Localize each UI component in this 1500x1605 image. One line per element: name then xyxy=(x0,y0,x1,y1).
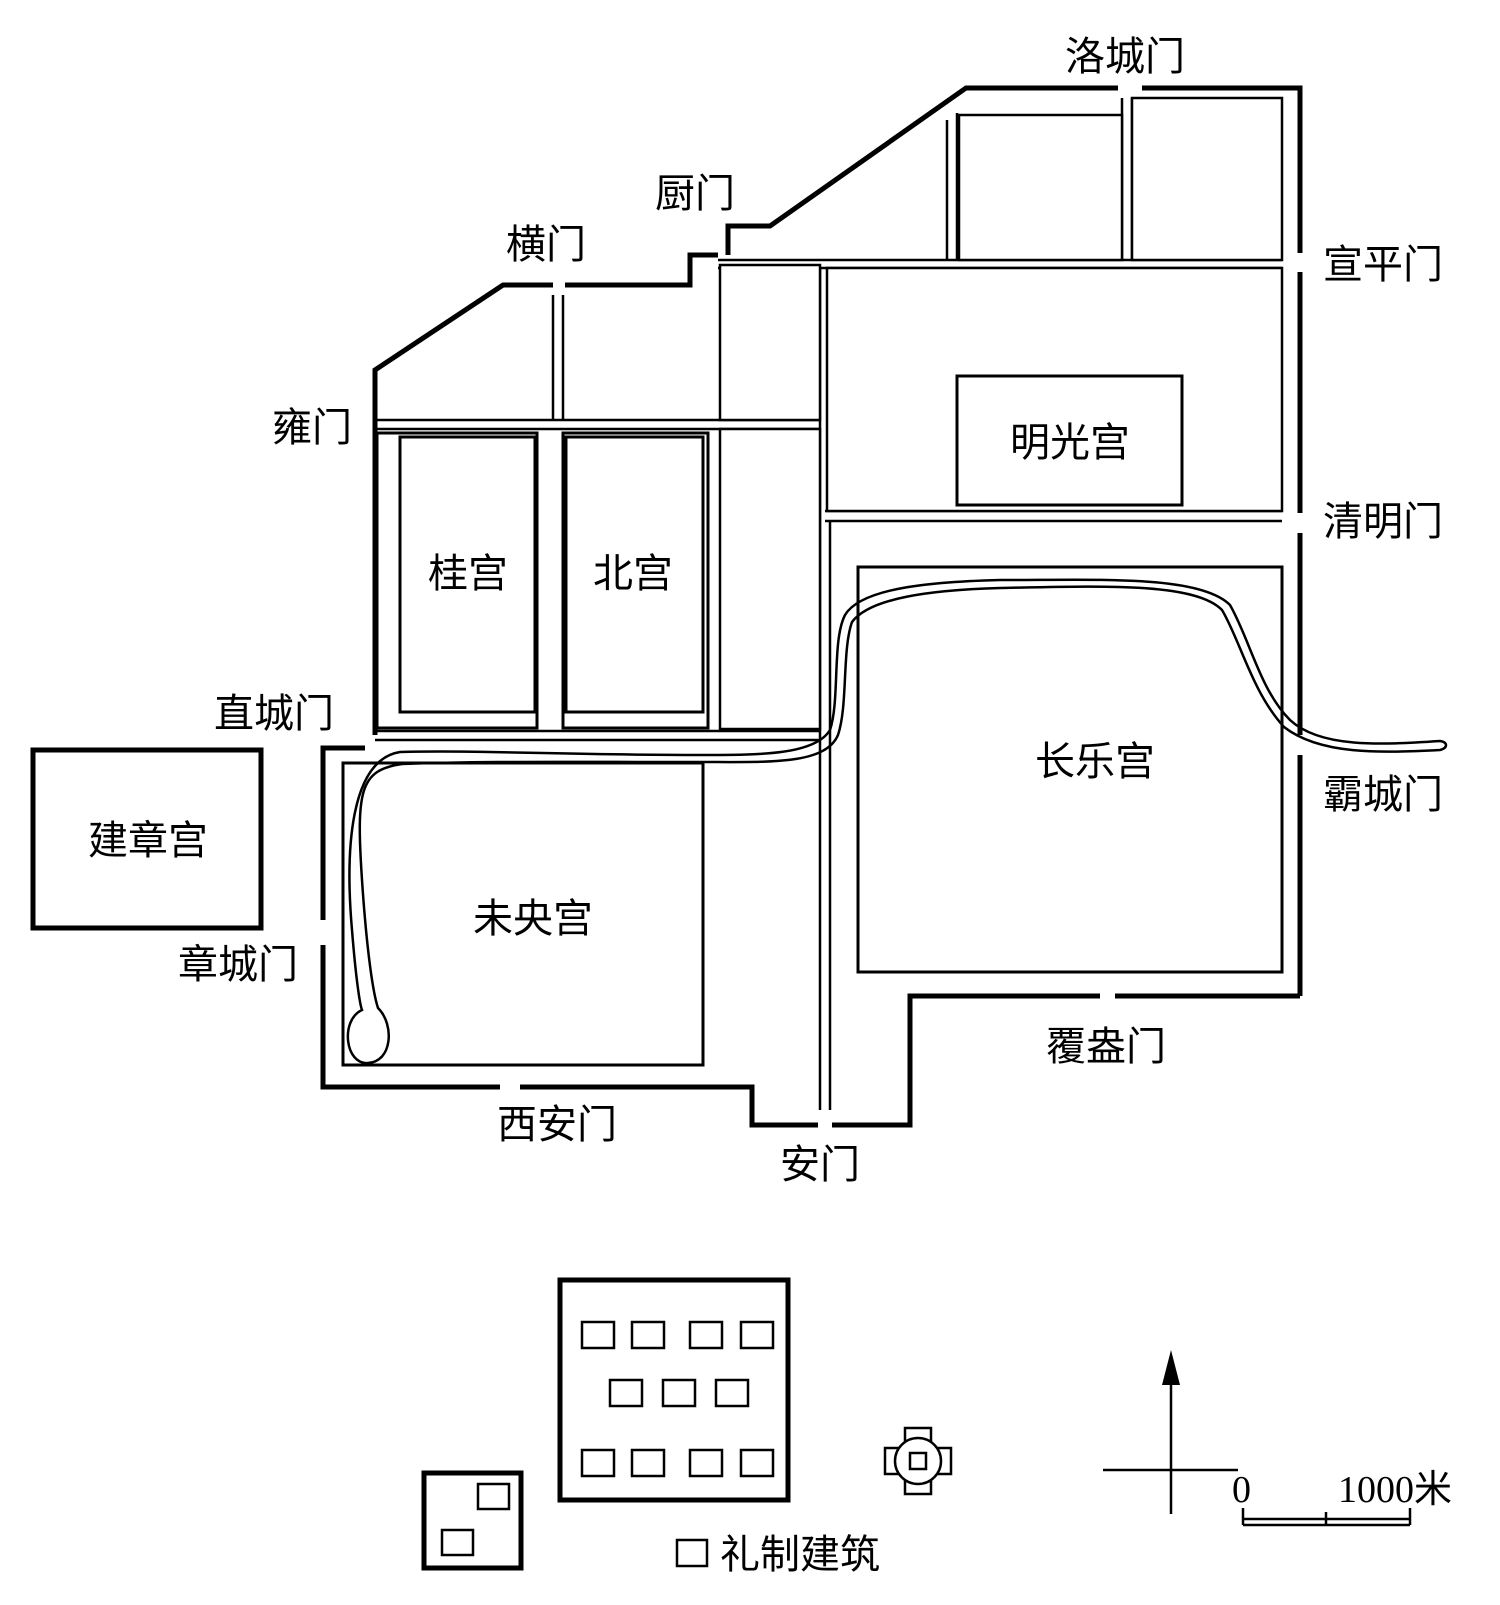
palace-gui xyxy=(398,435,537,714)
gate-bacheng: 霸城门 xyxy=(1323,772,1443,818)
gate-an: 安门 xyxy=(780,1142,860,1188)
scale-zero: 0 xyxy=(1232,1469,1251,1511)
gate-zhangcheng: 章城门 xyxy=(178,942,298,988)
palace-bei xyxy=(564,435,705,714)
ritual-round-building xyxy=(883,1426,953,1496)
label-jianzhang: 建章宫 xyxy=(88,818,208,864)
palace-labels: 明光宫 桂宫 北宫 长乐宫 建章宫 未央宫 xyxy=(88,420,1155,942)
scale-bar: 0 1000米 xyxy=(1232,1469,1452,1527)
gate-qingming: 清明门 xyxy=(1323,499,1443,545)
label-gui: 桂宫 xyxy=(428,551,508,597)
ritual-compound-large xyxy=(557,1277,791,1503)
palace-changle xyxy=(856,565,1284,974)
gate-heng: 横门 xyxy=(506,222,586,268)
gate-yong: 雍门 xyxy=(272,405,352,451)
block-center xyxy=(718,427,822,731)
gate-fuang: 覆盎门 xyxy=(1046,1024,1166,1070)
north-arrow-icon xyxy=(1103,1350,1238,1514)
block-north-1 xyxy=(957,113,1124,262)
city-wall xyxy=(320,85,1303,1128)
palace-weiyang xyxy=(341,761,705,1067)
gate-luocheng: 洛城门 xyxy=(1065,34,1185,80)
palace-mingguang xyxy=(955,374,1184,507)
gate-chu: 厨门 xyxy=(655,171,735,217)
gate-xuanping: 宣平门 xyxy=(1323,242,1443,288)
palace-jianzhang xyxy=(30,747,264,931)
palaces xyxy=(30,374,1284,1067)
gate-xian: 西安门 xyxy=(497,1102,617,1148)
label-changle: 长乐宫 xyxy=(1035,739,1155,785)
block-north-2 xyxy=(1130,96,1284,262)
canal xyxy=(346,578,1448,1065)
label-bei: 北宫 xyxy=(593,551,673,597)
legend: 礼制建筑 xyxy=(675,1532,880,1578)
label-mingguang: 明光宫 xyxy=(1010,420,1130,466)
gate-zhicheng: 直城门 xyxy=(214,691,334,737)
legend-square-icon xyxy=(675,1538,709,1568)
scale-distance: 1000米 xyxy=(1338,1469,1452,1511)
block-north-center xyxy=(718,263,822,422)
city-blocks xyxy=(718,96,1284,731)
label-weiyang: 未央宫 xyxy=(473,896,593,942)
ritual-buildings xyxy=(421,1277,953,1571)
legend-ritual-label: 礼制建筑 xyxy=(720,1532,880,1578)
gate-labels: 洛城门 厨门 横门 宣平门 雍门 清明门 直城门 霸城门 章城门 覆盎门 西安门… xyxy=(178,34,1443,1188)
